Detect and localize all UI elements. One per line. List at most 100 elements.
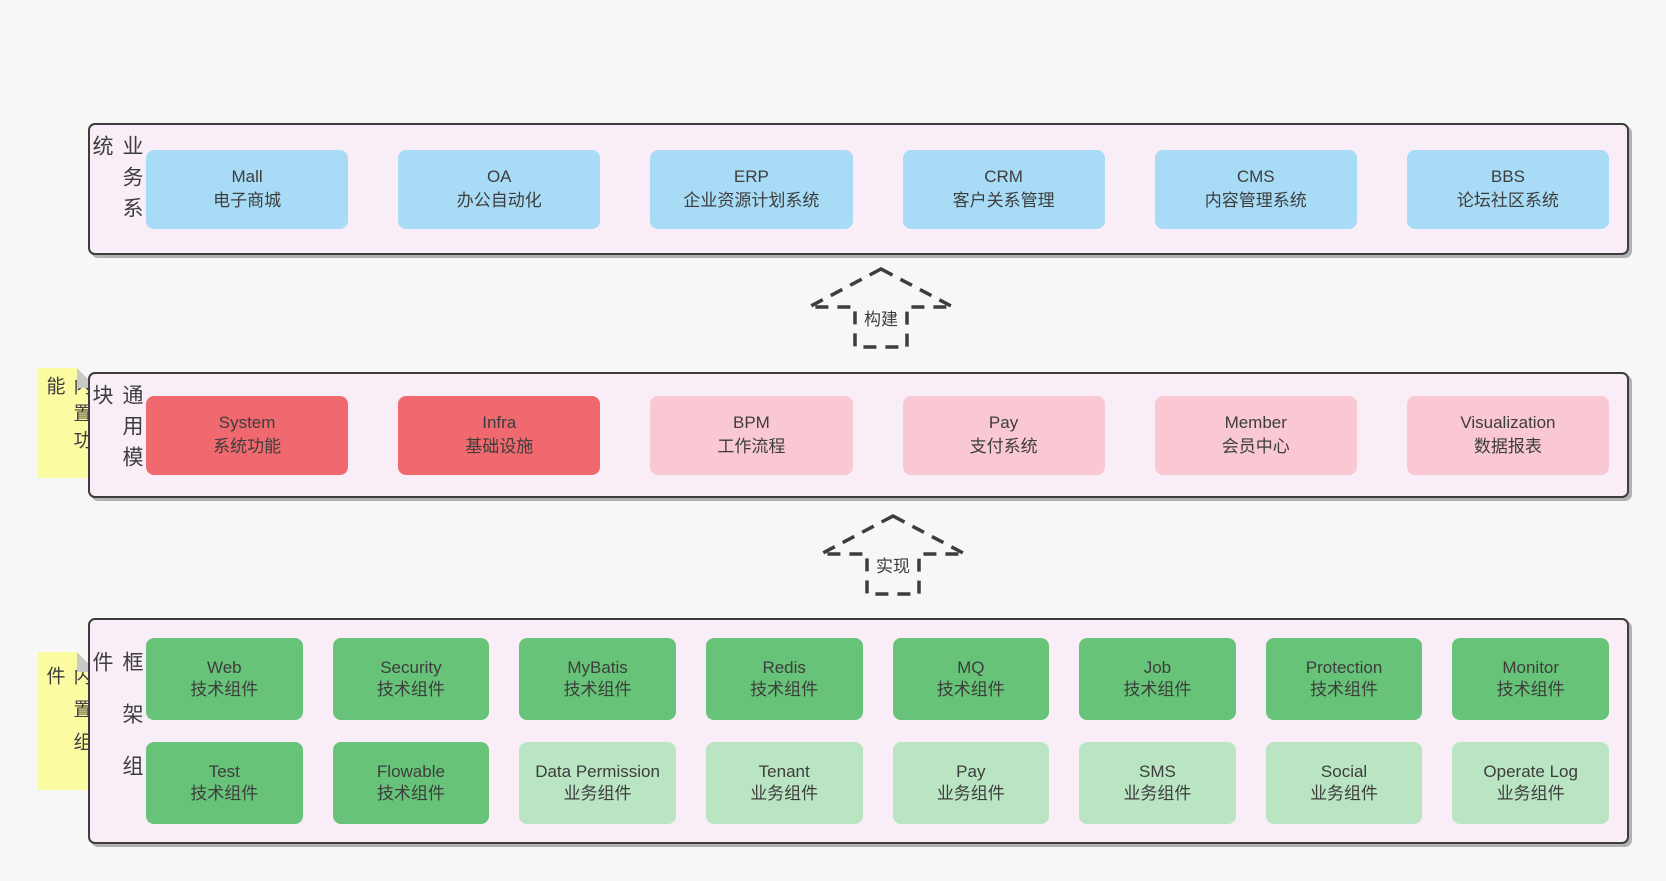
node-data-permission: Data Permission 业务组件 xyxy=(519,742,676,824)
node-erp: ERP 企业资源计划系统 xyxy=(650,149,853,229)
node-title: ERP xyxy=(733,167,769,187)
node-mq: MQ 技术组件 xyxy=(892,638,1050,720)
layer-framework-components: 框架组件 Web 技术组件 Security 技术组件 MyBatis 技术组件… xyxy=(88,618,1629,844)
node-flowable: Flowable 技术组件 xyxy=(332,742,490,824)
node-title: Redis xyxy=(762,657,806,677)
layer-content: Web 技术组件 Security 技术组件 MyBatis 技术组件 Redi… xyxy=(142,620,1627,842)
node-mall: Mall 电子商城 xyxy=(146,149,349,229)
arrow-build: 构建 xyxy=(806,266,956,350)
node-title: MyBatis xyxy=(567,657,628,677)
node-mybatis: MyBatis 技术组件 xyxy=(519,638,676,720)
node-sms: SMS 业务组件 xyxy=(1079,742,1236,824)
node-test: Test 技术组件 xyxy=(146,742,303,824)
node-security: Security 技术组件 xyxy=(332,638,490,720)
node-title: Tenant xyxy=(758,761,810,781)
node-monitor: Monitor 技术组件 xyxy=(1452,638,1609,720)
layer-common-modules: 通用模块 System 系统功能 Infra 基础设施 BPM 工作流程 Pay… xyxy=(88,372,1629,498)
layer-label-text: 框架组件 xyxy=(90,651,143,807)
node-crm: CRM 客户关系管理 xyxy=(902,149,1105,229)
node-subtitle: 业务组件 xyxy=(1123,784,1192,803)
node-subtitle: 技术组件 xyxy=(190,784,259,803)
node-subtitle: 办公自动化 xyxy=(456,191,542,210)
node-title: Mall xyxy=(231,167,263,187)
arrow-label: 构建 xyxy=(860,304,902,331)
node-subtitle: 数据报表 xyxy=(1473,437,1542,456)
sticky-note-text: 内置组件 xyxy=(43,666,92,765)
layer-label: 框架组件 xyxy=(90,620,143,842)
node-title: Test xyxy=(208,761,240,781)
node-title: Protection xyxy=(1305,657,1383,677)
node-title: MQ xyxy=(957,657,985,677)
node-subtitle: 业务组件 xyxy=(936,784,1005,803)
sticky-note-builtin-features: 内置功能 xyxy=(38,368,97,478)
node-member: Member 会员中心 xyxy=(1154,395,1357,475)
layer-label: 业务系统 xyxy=(90,125,143,253)
node-title: Pay xyxy=(956,761,986,781)
node-subtitle: 业务组件 xyxy=(1496,784,1565,803)
node-title: Job xyxy=(1143,657,1172,677)
node-title: Data Permission xyxy=(535,761,660,781)
node-subtitle: 技术组件 xyxy=(376,784,445,803)
node-subtitle: 业务组件 xyxy=(750,784,819,803)
node-bpm: BPM 工作流程 xyxy=(650,395,853,475)
node-subtitle: 基础设施 xyxy=(465,437,534,456)
node-title: Web xyxy=(206,657,242,677)
layer-label-text: 通用模块 xyxy=(90,384,143,477)
node-title: Pay xyxy=(988,413,1019,433)
layer-label: 通用模块 xyxy=(90,374,143,496)
node-title: Social xyxy=(1320,761,1368,781)
node-title: CRM xyxy=(984,167,1023,187)
node-subtitle: 技术组件 xyxy=(563,680,632,699)
layer-content: System 系统功能 Infra 基础设施 BPM 工作流程 Pay 支付系统… xyxy=(142,374,1627,496)
node-subtitle: 电子商城 xyxy=(213,191,282,210)
node-system: System 系统功能 xyxy=(146,395,349,475)
node-bbs: BBS 论坛社区系统 xyxy=(1406,149,1609,229)
node-subtitle: 企业资源计划系统 xyxy=(683,191,820,210)
node-oa: OA 办公自动化 xyxy=(398,149,601,229)
node-title: CMS xyxy=(1236,167,1275,187)
node-subtitle: 业务组件 xyxy=(563,784,632,803)
node-infra: Infra 基础设施 xyxy=(398,395,601,475)
node-subtitle: 技术组件 xyxy=(1123,680,1192,699)
arrow-implement: 实现 xyxy=(818,513,968,597)
layer-business-systems: 业务系统 Mall 电子商城 OA 办公自动化 ERP 企业资源计划系统 CRM… xyxy=(88,123,1629,255)
node-pay-component: Pay 业务组件 xyxy=(892,742,1050,824)
layer-content: Mall 电子商城 OA 办公自动化 ERP 企业资源计划系统 CRM 客户关系… xyxy=(142,125,1627,253)
sticky-note-text: 内置功能 xyxy=(43,376,92,457)
node-subtitle: 客户关系管理 xyxy=(952,191,1055,210)
up-arrow-icon xyxy=(808,267,954,349)
node-tenant: Tenant 业务组件 xyxy=(705,742,863,824)
node-title: System xyxy=(218,413,276,433)
node-subtitle: 支付系统 xyxy=(969,437,1038,456)
node-title: Infra xyxy=(482,413,517,433)
node-subtitle: 技术组件 xyxy=(376,680,445,699)
node-job: Job 技术组件 xyxy=(1079,638,1236,720)
node-title: Security xyxy=(380,657,442,677)
node-web: Web 技术组件 xyxy=(146,638,303,720)
node-title: Member xyxy=(1224,413,1287,433)
node-title: Visualization xyxy=(1460,413,1556,433)
node-title: Monitor xyxy=(1502,657,1560,677)
node-subtitle: 会员中心 xyxy=(1221,437,1290,456)
node-operate-log: Operate Log 业务组件 xyxy=(1452,742,1609,824)
node-subtitle: 系统功能 xyxy=(213,437,282,456)
node-visualization: Visualization 数据报表 xyxy=(1406,395,1609,475)
node-subtitle: 业务组件 xyxy=(1310,784,1379,803)
node-subtitle: 技术组件 xyxy=(1496,680,1565,699)
node-subtitle: 技术组件 xyxy=(1310,680,1379,699)
sticky-note-builtin-components: 内置组件 xyxy=(38,652,97,790)
node-title: BPM xyxy=(732,413,770,433)
node-protection: Protection 技术组件 xyxy=(1265,638,1423,720)
node-subtitle: 技术组件 xyxy=(936,680,1005,699)
node-title: OA xyxy=(486,167,512,187)
layer-label-text: 业务系统 xyxy=(90,135,143,228)
node-social: Social 业务组件 xyxy=(1265,742,1423,824)
node-cms: CMS 内容管理系统 xyxy=(1154,149,1357,229)
node-title: SMS xyxy=(1139,761,1176,781)
node-subtitle: 技术组件 xyxy=(190,680,259,699)
node-title: BBS xyxy=(1490,167,1525,187)
node-redis: Redis 技术组件 xyxy=(705,638,863,720)
node-title: Flowable xyxy=(376,761,445,781)
node-subtitle: 论坛社区系统 xyxy=(1456,191,1559,210)
